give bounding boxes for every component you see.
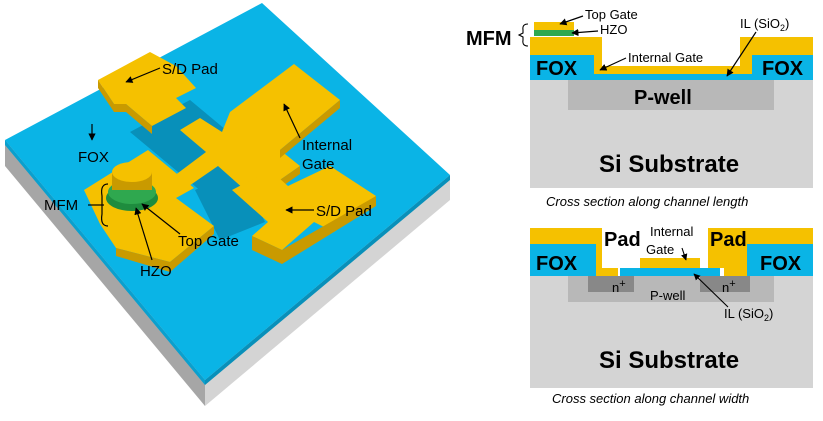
- pwell-length: [568, 80, 774, 110]
- label-top-gate-length: Top Gate: [585, 7, 638, 22]
- label-hzo: HZO: [140, 263, 172, 280]
- label-internal-gate-length: Internal Gate: [628, 50, 703, 65]
- label-fox-left-width: FOX: [536, 253, 578, 275]
- top-gate-length: [534, 22, 574, 30]
- label-internal-gate-2: Gate: [302, 156, 335, 173]
- mfm-brace-length: [517, 23, 529, 47]
- label-hzo-length: HZO: [600, 22, 627, 37]
- label-internal-gate-1: Internal: [302, 137, 352, 154]
- sd-pad-right-side: [282, 196, 376, 264]
- label-pad-right: Pad: [710, 229, 747, 251]
- pad-left-width: [530, 228, 618, 276]
- label-nplus-right: n+: [722, 278, 736, 295]
- mfm-pad-side: [170, 226, 214, 272]
- arrow-il-length: [726, 31, 757, 77]
- label-fox: FOX: [78, 149, 109, 166]
- fox-right-length: [752, 55, 813, 80]
- fox-right-width: [747, 244, 813, 276]
- hzo-length: [534, 30, 574, 36]
- label-fox-right-length: FOX: [762, 58, 804, 80]
- sd-pad-top-side: [98, 80, 114, 112]
- label-internal-gate-width-2: Gate: [646, 242, 674, 257]
- label-pwell-length: P-well: [634, 87, 692, 109]
- arrow-hzo-length: [571, 28, 599, 37]
- arrow-top-gate: [141, 203, 181, 235]
- top-gate-cap: [112, 162, 152, 182]
- arrow-il-width: [693, 273, 729, 308]
- label-sd-pad-right: S/D Pad: [316, 203, 372, 220]
- pad-right-width: [708, 228, 813, 276]
- label-substrate-width: Si Substrate: [599, 347, 739, 374]
- sd-pad-right: [232, 166, 376, 250]
- fox-left-width: [530, 244, 596, 276]
- arrow-hzo: [134, 207, 153, 261]
- label-fox-right-width: FOX: [760, 253, 802, 275]
- substrate-side-right: [205, 175, 450, 406]
- sd-pad-right-front: [252, 236, 282, 264]
- label-substrate-length: Si Substrate: [599, 151, 739, 178]
- internal-gate-top: [174, 64, 340, 198]
- label-pwell-width: P-well: [650, 288, 686, 303]
- nplus-left: [588, 276, 634, 292]
- sd-pad-top-front: [114, 104, 152, 134]
- sd-pad-top: [98, 52, 196, 126]
- label-top-gate: Top Gate: [178, 233, 239, 250]
- il-layer-length: [594, 74, 752, 80]
- arrow-top-gate-length: [559, 15, 584, 26]
- internal-gate-width: [640, 258, 700, 268]
- label-internal-gate-width-1: Internal: [650, 224, 693, 239]
- device-3d-view: S/D Pad FOX Internal Gate MFM Top Gate S…: [5, 3, 450, 406]
- arrow-internal-gate-length: [599, 57, 627, 71]
- label-pad-left: Pad: [604, 229, 641, 251]
- internal-gate-front-2: [280, 100, 340, 158]
- label-sd-pad-top: S/D Pad: [162, 61, 218, 78]
- arrow-sd-pad-top: [125, 67, 161, 83]
- nplus-right: [700, 276, 750, 292]
- mfm-brace: [101, 183, 109, 227]
- label-il-width: IL (SiO2): [724, 306, 773, 323]
- cross-section-width: Pad Pad Internal Gate FOX FOX n+ n+ P-we…: [530, 224, 813, 406]
- label-nplus-left: n+: [612, 278, 626, 295]
- arrow-internal-gate: [283, 103, 301, 139]
- substrate-side-left: [5, 140, 205, 406]
- label-il-length: IL (SiO2): [740, 16, 789, 33]
- fox-side-left-edge: [5, 140, 205, 385]
- label-mfm: MFM: [44, 197, 78, 214]
- arrow-internal-gate-width: [680, 247, 688, 261]
- label-mfm-length: MFM: [466, 28, 512, 50]
- mfm-pad-front: [116, 248, 170, 272]
- label-fox-left-length: FOX: [536, 58, 578, 80]
- cross-section-length: Top Gate HZO MFM Internal Gate IL (SiO2)…: [466, 7, 813, 209]
- caption-width: Cross section along channel width: [552, 391, 749, 406]
- fox-left-length: [530, 55, 594, 80]
- caption-length: Cross section along channel length: [546, 194, 748, 209]
- fox-side-front: [205, 175, 450, 385]
- il-layer-width: [620, 268, 720, 276]
